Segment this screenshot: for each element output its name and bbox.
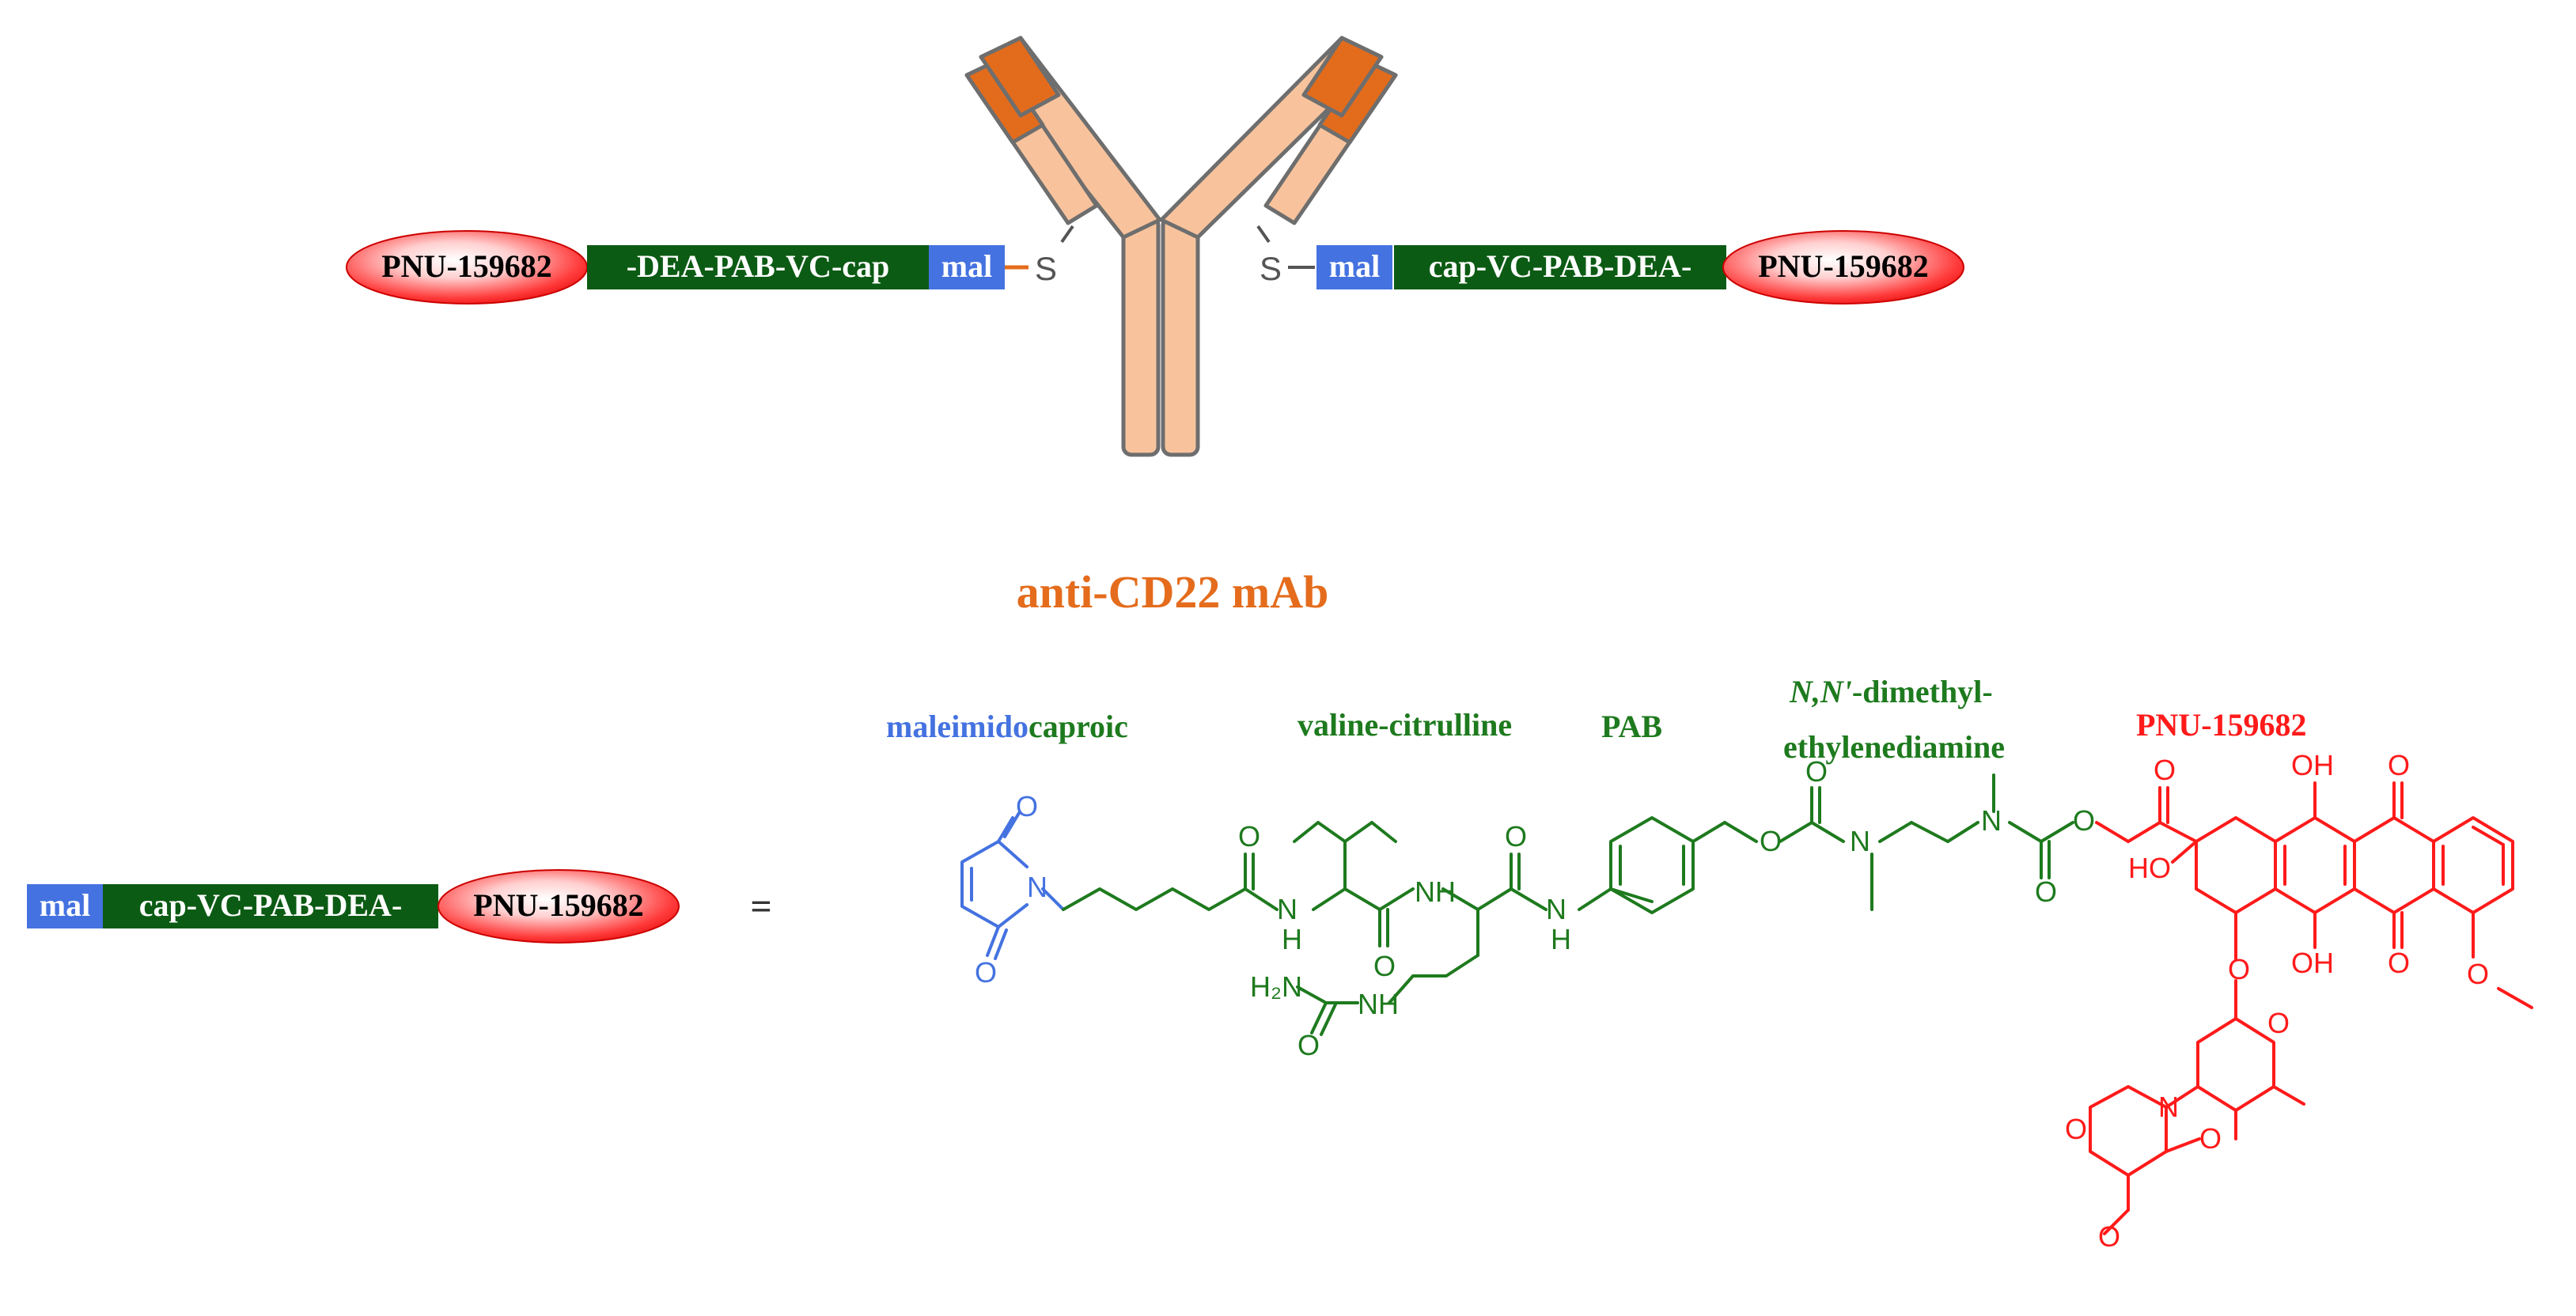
svg-text:O: O (2388, 749, 2410, 781)
antibody-heavy-chain-stem-left (1121, 215, 1161, 457)
linker-box-legend (103, 884, 438, 928)
svg-text:N: N (1027, 871, 1047, 903)
svg-text:O: O (2073, 804, 2095, 837)
svg-text:O: O (1505, 820, 1527, 853)
svg-text:H: H (1282, 923, 1302, 955)
svg-text:H₂N: H₂N (1250, 970, 1302, 1003)
label-dmeda-italic: N,N' (1789, 674, 1852, 709)
svg-text:O: O (2065, 1113, 2087, 1145)
maleimide-group (960, 811, 1065, 960)
svg-text:O: O (2098, 1220, 2120, 1253)
antibody-structure (964, 36, 1398, 457)
svg-text:O: O (2154, 754, 2176, 786)
linker-chain (1062, 773, 2074, 1036)
svg-text:O: O (975, 956, 997, 989)
svg-text:O: O (1238, 820, 1260, 853)
thiol-bond-left (1060, 225, 1074, 244)
label-dmeda-rest: -dimethyl- (1852, 674, 1993, 709)
equals-sign: = (750, 886, 771, 928)
payload-label-left: PNU-159682 (381, 248, 552, 284)
mal-label-right: mal (1329, 248, 1380, 284)
antibody-label: anti-CD22 mAb (1017, 566, 1329, 618)
payload-ellipse-right (1722, 230, 1964, 304)
chemical-structure: N O O (960, 749, 2533, 1253)
mal-label-legend: mal (40, 887, 90, 923)
label-dmeda-line2: ethylenediamine (1783, 729, 2005, 765)
svg-text:NH: NH (1358, 988, 1399, 1020)
linker-box-right (1394, 245, 1726, 289)
label-caproic: caproic (1029, 709, 1128, 744)
svg-text:N: N (2158, 1091, 2179, 1123)
linker-box-left (587, 245, 929, 289)
svg-text:O: O (2388, 947, 2410, 979)
thiol-s-right: S (1260, 250, 1282, 287)
label-maleimido: maleimido (886, 709, 1029, 744)
svg-text:O: O (1016, 790, 1038, 822)
svg-text:O: O (2199, 1122, 2222, 1155)
payload-label-right: PNU-159682 (1758, 248, 1929, 284)
svg-text:OH: OH (2291, 947, 2334, 979)
svg-text:maleimidocaproic: maleimidocaproic (886, 709, 1128, 744)
svg-text:O: O (1373, 950, 1396, 982)
svg-text:N,N'-dimethyl-: N,N'-dimethyl- (1789, 674, 1993, 709)
svg-text:N: N (1850, 825, 1870, 857)
mal-label-left: mal (941, 248, 992, 284)
svg-text:O: O (2228, 953, 2250, 985)
svg-text:N: N (1546, 893, 1566, 925)
svg-text:O: O (1805, 755, 1828, 788)
pnu-159682-structure (2089, 781, 2533, 1235)
mal-box-legend (27, 884, 103, 928)
construct-legend: mal cap-VC-PAB-DEA- PNU-159682 = (27, 869, 772, 944)
label-valine-citrulline: valine-citrulline (1297, 707, 1512, 743)
payload-label-legend: PNU-159682 (473, 887, 644, 923)
segment-labels: maleimidocaproic valine-citrulline PAB N… (886, 674, 2307, 765)
svg-text:NH: NH (1415, 875, 1456, 908)
svg-text:O: O (2267, 1007, 2290, 1039)
svg-text:OH: OH (2291, 749, 2334, 781)
svg-text:N: N (1981, 804, 2002, 837)
svg-text:O: O (2035, 875, 2057, 908)
mal-box-right (1316, 245, 1392, 289)
right-drug-linker: S mal cap-VC-PAB-DEA- PNU-159682 (1260, 230, 1964, 304)
svg-text:N: N (1277, 893, 1297, 925)
payload-ellipse-legend (438, 869, 680, 944)
mal-box-left (929, 245, 1005, 289)
thiol-s-left: S (1035, 250, 1057, 287)
svg-text:O: O (1760, 825, 1782, 857)
linker-label-right: cap-VC-PAB-DEA- (1429, 248, 1692, 284)
svg-text:HO: HO (2128, 852, 2171, 884)
label-pnu: PNU-159682 (2136, 707, 2307, 743)
antibody-heavy-chain-stem-right (1161, 215, 1200, 457)
linker-label-legend: cap-VC-PAB-DEA- (139, 887, 403, 923)
linker-label-left: -DEA-PAB-VC-cap (627, 248, 890, 284)
antibody-light-chain-left (964, 36, 1099, 225)
svg-text:O: O (2467, 958, 2489, 990)
left-drug-linker: PNU-159682 -DEA-PAB-VC-cap mal S (346, 230, 1057, 304)
antibody-light-chain-right (1263, 36, 1398, 225)
label-pab: PAB (1601, 709, 1662, 744)
thiol-bond-right (1256, 225, 1271, 244)
svg-text:O: O (1297, 1029, 1320, 1061)
svg-text:H: H (1551, 923, 1571, 955)
